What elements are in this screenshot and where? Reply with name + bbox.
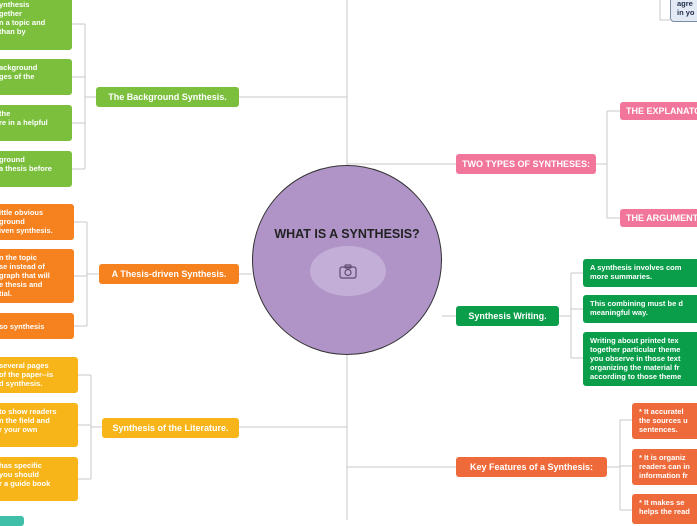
subtopic-feature-2[interactable]: * It is organiz readers can in informati… <box>632 449 697 485</box>
subtopic-argument[interactable]: THE ARGUMENT <box>620 209 697 227</box>
subtopic-writing-3[interactable]: Writing about printed tex together parti… <box>583 332 697 386</box>
subtopic-thesis-1[interactable]: ittle obvious ground iven synthesis. <box>0 204 74 240</box>
topic-background-synthesis[interactable]: The Background Synthesis. <box>96 87 239 107</box>
subtopic-background-4[interactable]: ground a thesis before <box>0 151 72 187</box>
subtopic-feature-3[interactable]: * It makes se helps the read <box>632 494 697 524</box>
topic-key-features[interactable]: Key Features of a Synthesis: <box>456 457 607 477</box>
subtopic-background-1[interactable]: ynthesis gether n a topic and than by <box>0 0 72 50</box>
subtopic-background-2[interactable]: ackground ges of the <box>0 59 72 95</box>
topic-synthesis-writing[interactable]: Synthesis Writing. <box>456 306 559 326</box>
topic-thesis-driven-synthesis[interactable]: A Thesis-driven Synthesis. <box>99 264 239 284</box>
callout-note[interactable]: agre in yo <box>670 0 697 22</box>
camera-icon <box>339 263 357 279</box>
topic-two-types-of-syntheses[interactable]: TWO TYPES OF SYNTHESES: <box>456 154 596 174</box>
image-placeholder[interactable] <box>310 246 386 296</box>
central-topic-title: WHAT IS A SYNTHESIS? <box>274 227 420 241</box>
subtopic-literature-1[interactable]: several pages of the paper--is d synthes… <box>0 357 78 393</box>
subtopic-feature-1[interactable]: * It accuratel the sources u sentences. <box>632 403 697 439</box>
subtopic-background-3[interactable]: the re in a helpful <box>0 105 72 141</box>
partial-node-bottom-left[interactable] <box>0 516 24 526</box>
subtopic-literature-3[interactable]: has specific you should r a guide book <box>0 457 78 501</box>
subtopic-explanatory[interactable]: THE EXPLANATO <box>620 102 697 120</box>
subtopic-writing-2[interactable]: This combining must be d meaningful way. <box>583 295 697 323</box>
subtopic-thesis-2[interactable]: n the topic se instead of graph that wil… <box>0 249 74 303</box>
subtopic-literature-2[interactable]: to show readers n the field and r your o… <box>0 403 78 447</box>
topic-synthesis-of-literature[interactable]: Synthesis of the Literature. <box>102 418 239 438</box>
subtopic-writing-1[interactable]: A synthesis involves com more summaries. <box>583 259 697 287</box>
subtopic-thesis-3[interactable]: so synthesis <box>0 313 74 339</box>
central-topic[interactable]: WHAT IS A SYNTHESIS? <box>252 165 442 355</box>
